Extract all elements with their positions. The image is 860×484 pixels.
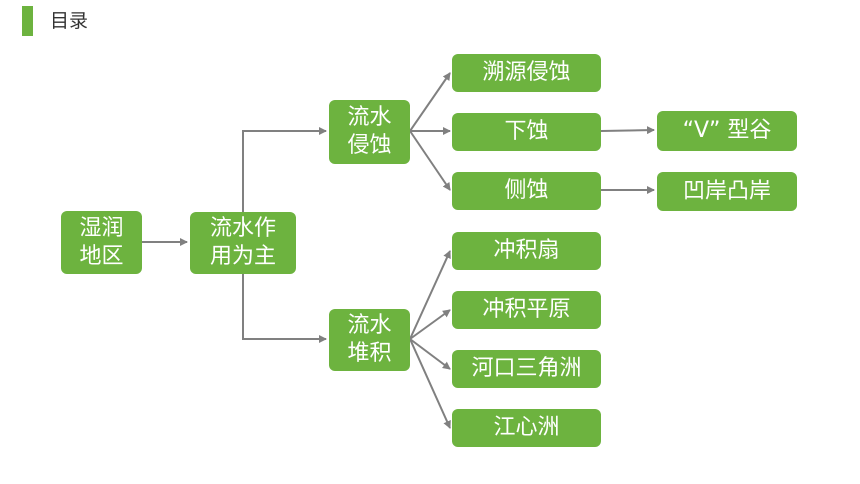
node-lateral-erosion: 侧蚀 (452, 172, 601, 210)
arrow-deposition-to-plain (409, 309, 451, 340)
node-alluvial-plain: 冲积平原 (452, 291, 601, 329)
node-erosion: 流水 侵蚀 (329, 100, 410, 164)
node-downcutting: 下蚀 (452, 113, 601, 151)
node-v-valley: “V” 型谷 (657, 111, 797, 151)
arrow-deposition-to-fan (409, 250, 451, 340)
node-flow-main: 流水作 用为主 (190, 212, 296, 274)
arrow-deposition-to-islet (409, 338, 451, 429)
arrow-flow-to-erosion (242, 127, 327, 212)
title-accent-bar (22, 6, 33, 36)
node-wetland: 湿润 地区 (61, 211, 142, 274)
node-alluvial-fan: 冲积扇 (452, 232, 601, 270)
node-headward-erosion: 溯源侵蚀 (452, 54, 601, 92)
arrow-deposition-to-delta (409, 338, 451, 370)
node-estuary-delta: 河口三角洲 (452, 350, 601, 388)
node-river-islet: 江心洲 (452, 409, 601, 447)
arrow-flow-to-deposition (242, 272, 327, 343)
arrow-erosion-to-headward (409, 72, 451, 132)
arrow-downcut-to-v-valley (600, 126, 655, 135)
node-concave-convex-banks: 凹岸凸岸 (657, 172, 797, 211)
page-title: 目录 (50, 10, 89, 32)
arrow-erosion-to-lateral (409, 130, 451, 191)
node-deposition: 流水 堆积 (329, 309, 410, 371)
